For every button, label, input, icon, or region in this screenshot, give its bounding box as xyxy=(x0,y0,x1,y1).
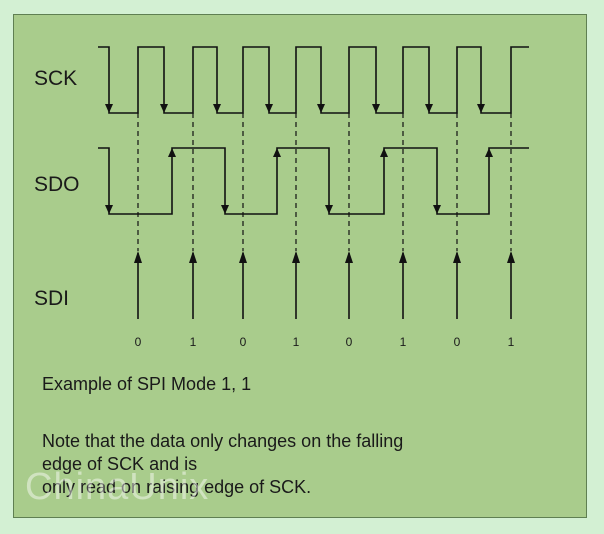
diagram-title: Example of SPI Mode 1, 1 xyxy=(42,374,252,394)
sdi-arrowhead xyxy=(399,251,407,263)
sdi-arrowhead xyxy=(345,251,353,263)
sdi-arrowhead xyxy=(239,251,247,263)
sck-fall-arrow xyxy=(213,104,221,113)
sck-fall-arrow xyxy=(372,104,380,113)
sck-fall-arrow xyxy=(105,104,113,113)
sck-fall-arrow xyxy=(160,104,168,113)
sck-waveform xyxy=(98,46,529,114)
sdo-waveform xyxy=(98,147,529,215)
bit-label: 1 xyxy=(508,335,515,349)
bit-label: 0 xyxy=(240,335,247,349)
bit-label: 0 xyxy=(135,335,142,349)
sck-trace xyxy=(98,46,529,114)
sdi-sample-arrows xyxy=(134,251,515,319)
sample-guidelines xyxy=(137,113,512,251)
note-line-2: edge of SCK and is xyxy=(42,454,198,474)
bit-labels: 0 1 0 1 0 1 0 1 xyxy=(135,335,515,349)
sdo-trace xyxy=(98,147,529,215)
bit-label: 0 xyxy=(346,335,353,349)
sck-fall-arrow xyxy=(425,104,433,113)
sck-label: SCK xyxy=(34,67,78,90)
bit-label: 1 xyxy=(190,335,197,349)
note-line-1: Note that the data only changes on the f… xyxy=(42,431,404,451)
sdo-label: SDO xyxy=(34,173,80,196)
bit-label: 1 xyxy=(293,335,300,349)
bit-label: 0 xyxy=(454,335,461,349)
diagram-panel: SCK SDO SDI 0 1 0 1 0 1 0 1 Example of SPI Mode… xyxy=(13,14,587,518)
sdi-arrowhead xyxy=(189,251,197,263)
sdi-label: SDI xyxy=(34,287,70,310)
sck-fall-arrow xyxy=(477,104,485,113)
note-line-3: only read on raising edge of SCK. xyxy=(42,477,312,497)
timing-diagram: 0 1 0 1 0 1 0 1 xyxy=(98,46,529,349)
bit-label: 1 xyxy=(400,335,407,349)
sdi-arrowhead xyxy=(134,251,142,263)
sdi-arrowhead xyxy=(453,251,461,263)
sck-fall-arrow xyxy=(265,104,273,113)
sck-fall-arrow xyxy=(317,104,325,113)
sdi-arrowhead xyxy=(507,251,515,263)
sdi-arrowhead xyxy=(292,251,300,263)
